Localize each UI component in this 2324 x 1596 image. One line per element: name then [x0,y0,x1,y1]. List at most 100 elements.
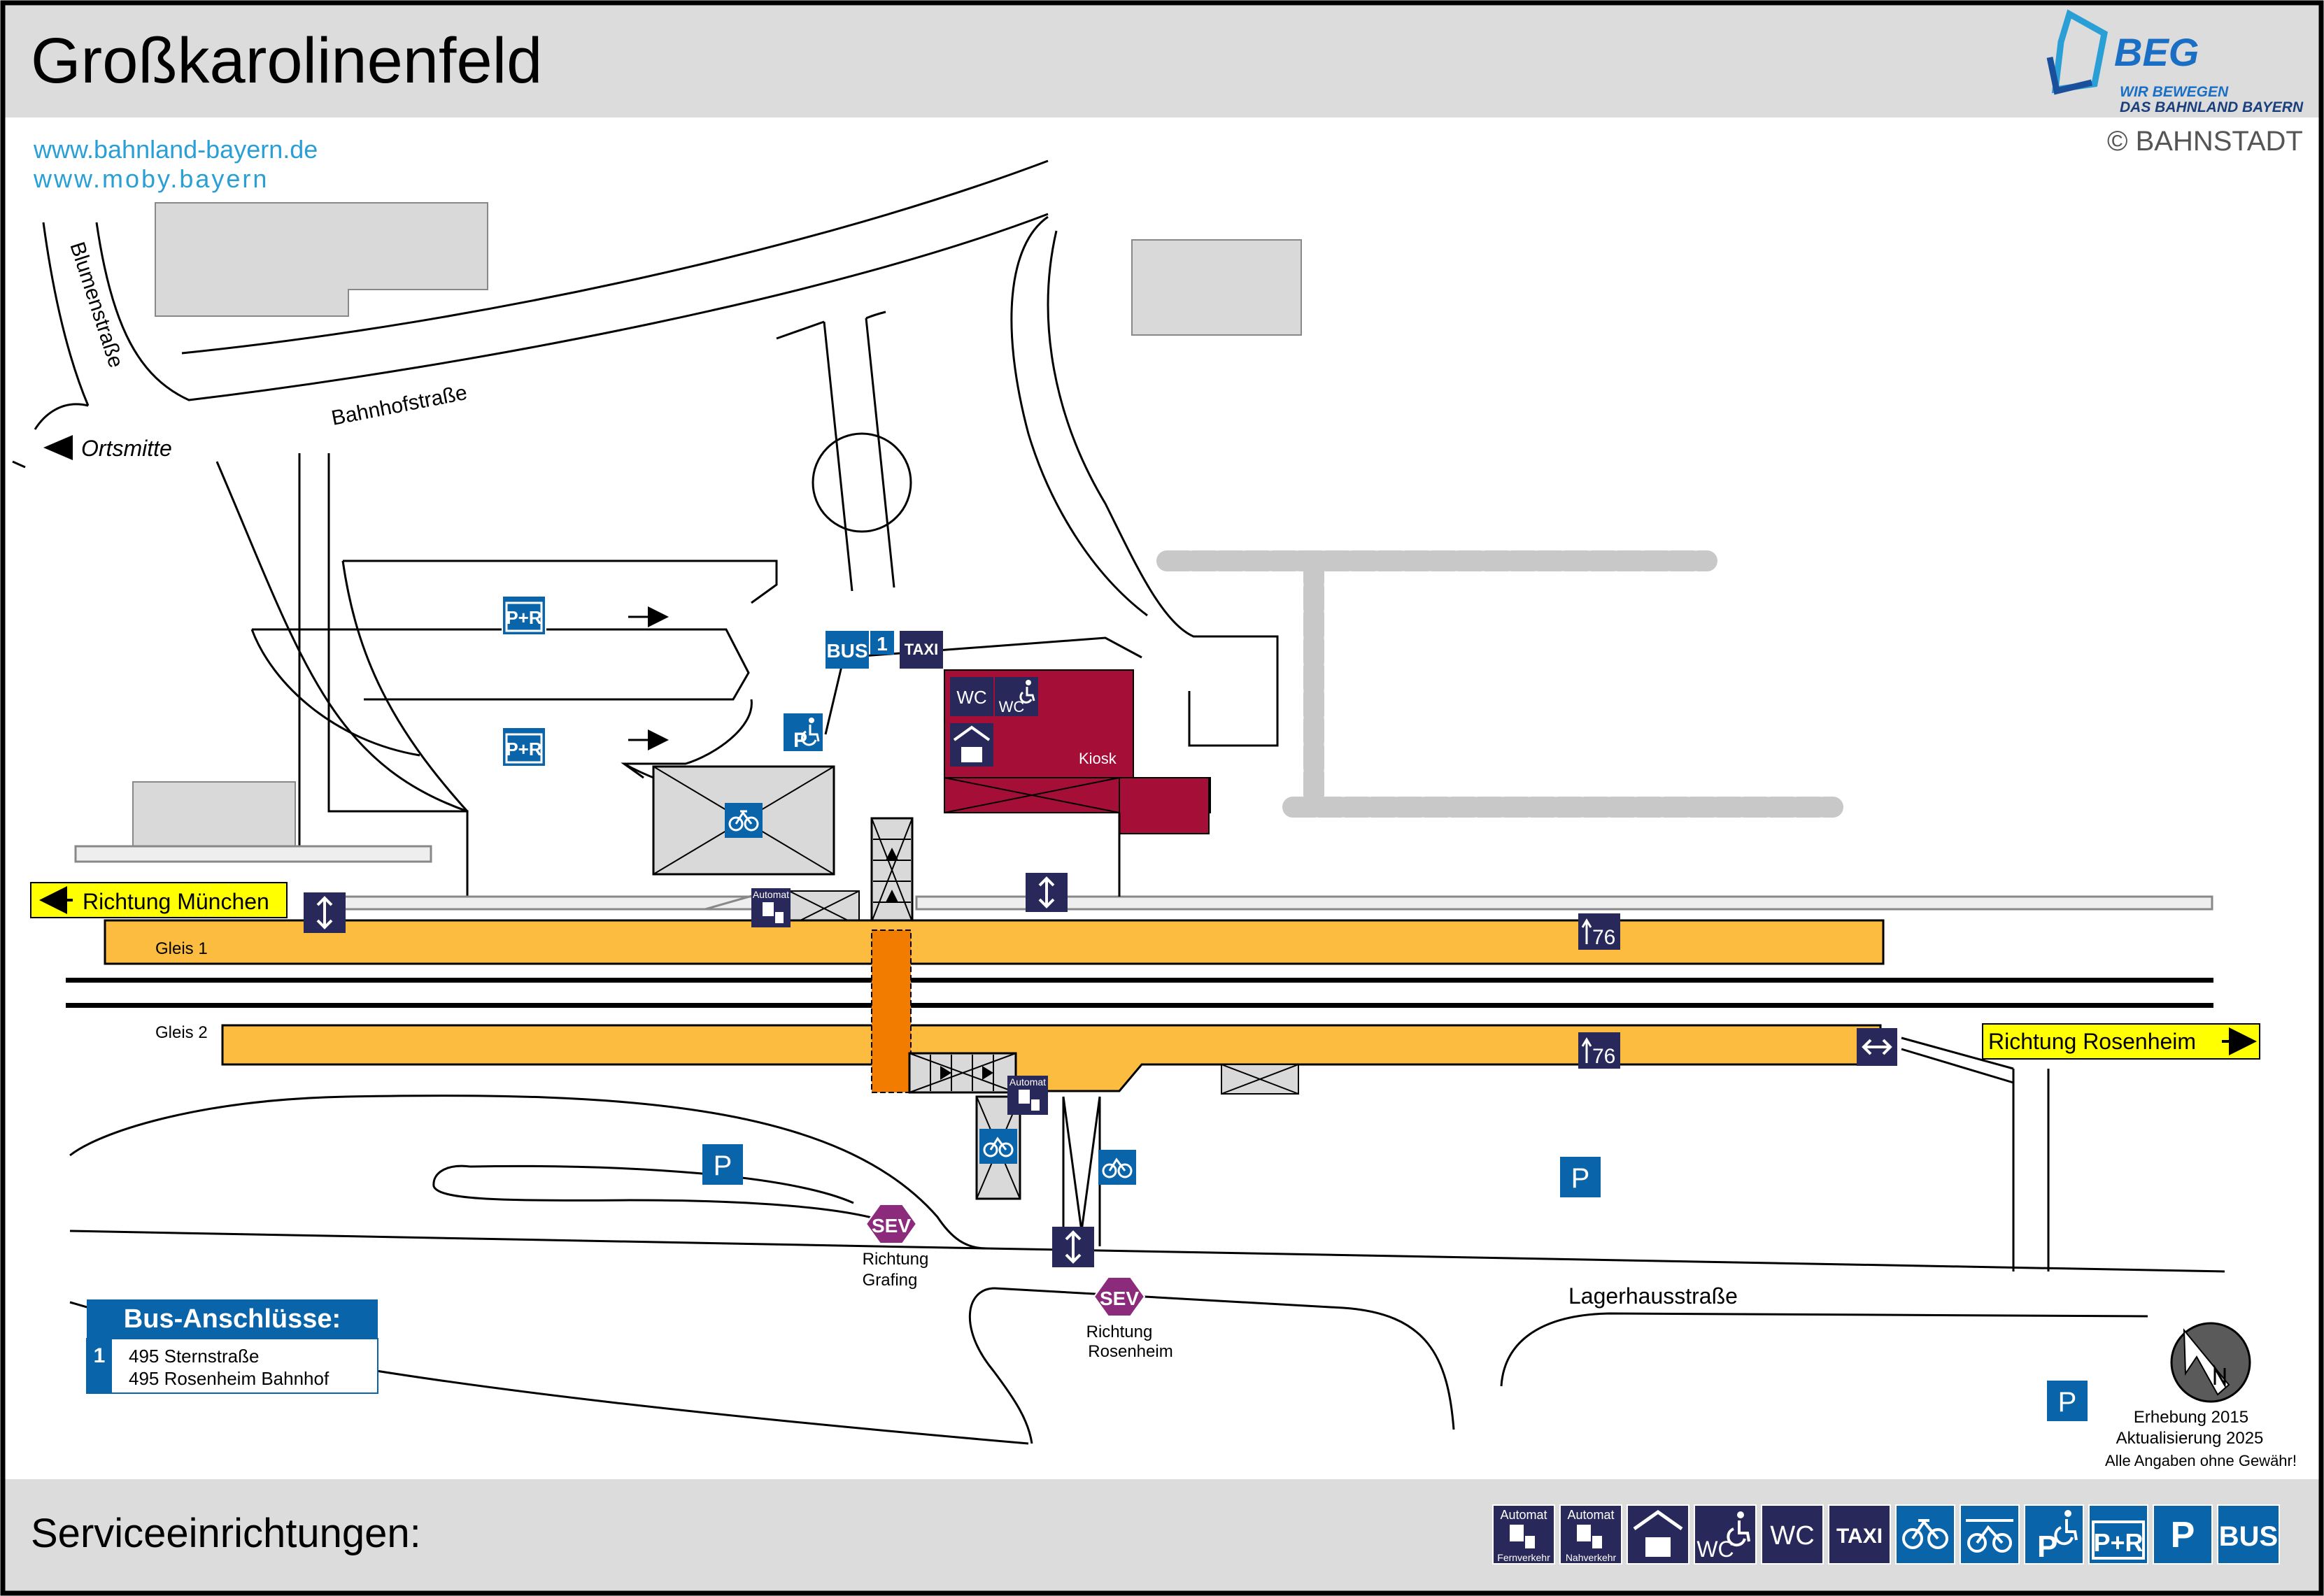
svg-text:BEG: BEG [2114,30,2199,74]
park-and-ride-icon-2: P+R [502,727,546,767]
svg-text:495 Rosenheim Bahnhof: 495 Rosenheim Bahnhof [129,1368,330,1389]
svg-text:Grafing: Grafing [863,1271,918,1290]
svg-text:1: 1 [877,633,888,655]
link-bahnland[interactable]: www.bahnland-bayern.de [33,135,318,164]
svg-text:Richtung: Richtung [1086,1323,1153,1341]
svg-text:P: P [2058,1387,2077,1418]
svg-text:WC: WC [1770,1521,1814,1551]
bicycle-icon [1098,1150,1136,1185]
svg-text:Alle Angaben ohne Gewähr!: Alle Angaben ohne Gewähr! [2105,1452,2297,1469]
waiting-room-icon [950,723,993,767]
svg-text:Fernverkehr: Fernverkehr [1497,1552,1550,1563]
ramp-icon-east [1857,1028,1897,1066]
footer-title: Serviceeinrichtungen: [31,1511,421,1556]
svg-text:BUS: BUS [826,640,867,662]
svg-text:Erhebung 2015: Erhebung 2015 [2134,1408,2248,1427]
ticket-machine-icon-gleis-2: Automat [1007,1076,1048,1115]
svg-text:495 Sternstraße: 495 Sternstraße [129,1346,259,1367]
link-moby[interactable]: www.moby.bayern [33,164,269,193]
hedge [1156,550,1843,818]
svg-text:TAXI: TAXI [905,641,938,658]
svg-text:P+R: P+R [506,739,542,760]
svg-text:76: 76 [1592,926,1615,949]
svg-text:WIR BEWEGEN: WIR BEWEGEN [2120,84,2229,100]
svg-text:Automat: Automat [753,889,789,900]
lagerhausstrasse-label: Lagerhausstraße [1568,1283,1738,1309]
elevator-icon-west [304,892,346,933]
svg-text:P+R: P+R [506,607,542,628]
legend-accessible-wc-icon: WC [1694,1504,1757,1565]
bicycle-parking-icon-north [725,803,763,838]
svg-text:Richtung München: Richtung München [83,889,269,914]
legend-covered-bicycle-icon [1960,1504,2020,1565]
stairs-south [908,1052,1017,1094]
ortsmitte-label: Ortsmitte [81,436,172,461]
bus-connections-panel: Bus-Anschlüsse: 1 495 Sternstraße 495 Ro… [86,1299,378,1394]
svg-text:Bus-Anschlüsse:: Bus-Anschlüsse: [124,1304,341,1334]
ticket-machine-icon-gleis-1: Automat [751,888,791,927]
parking-icon-3: P [2047,1381,2088,1421]
accessible-wc-icon: WC [995,677,1038,716]
legend-ticket-machine-long-distance-icon: Automat Fernverkehr [1492,1504,1555,1565]
parking-icon-1: P [702,1144,743,1185]
building-north-west [155,202,488,317]
legend-wc-icon: WC [1761,1504,1824,1565]
legend-ticket-machine-regional-icon: Automat Nahverkehr [1559,1504,1622,1565]
gleis-2-label: Gleis 2 [155,1023,208,1042]
direction-muenchen: Richtung München [30,882,288,918]
svg-text:Richtung: Richtung [863,1250,929,1269]
track-1 [66,978,2213,983]
legend-disabled-parking-icon: P [2024,1504,2084,1565]
legend-bus-icon: BUS [2217,1504,2280,1565]
elevator-icon-south [1052,1227,1094,1267]
bus-stop-number-icon: 1 [870,631,894,655]
platform-gleis-2 [221,1024,1882,1092]
svg-text:1: 1 [94,1344,106,1367]
svg-text:P+R: P+R [2093,1528,2143,1557]
header-band [4,4,2320,117]
legend-taxi-icon: TAXI [1828,1504,1891,1565]
road-outlines [12,159,2225,1445]
underpass [871,929,912,1093]
legend-icons: Automat Fernverkehr Automat Nahverkehr W… [1492,1504,2280,1565]
svg-text:Aktualisierung 2025: Aktualisierung 2025 [2116,1429,2264,1448]
svg-text:SEV: SEV [1100,1288,1139,1309]
stairs-north [870,817,914,923]
svg-text:P: P [714,1150,732,1181]
track-2 [66,1003,2213,1008]
north-arrow-icon [2170,1322,2251,1403]
svg-text:WC: WC [956,687,986,708]
svg-text:Automat: Automat [1567,1508,1614,1522]
taxi-icon: TAXI [900,631,943,669]
svg-text:WC: WC [999,698,1025,715]
svg-text:SEV: SEV [872,1215,911,1237]
svg-text:Automat: Automat [1009,1076,1046,1088]
survey-note: Erhebung 2015 Aktualisierung 2025 Alle A… [2105,1408,2297,1469]
svg-text:Nahverkehr: Nahverkehr [1566,1552,1617,1563]
sev-stop-rosenheim: SEV Richtung Rosenheim [1086,1276,1173,1361]
sev-stop-grafing: SEV Richtung Grafing [863,1204,929,1290]
svg-text:P: P [1571,1163,1590,1194]
bahnhofstrasse-label: Bahnhofstraße [330,381,469,430]
svg-text:76: 76 [1592,1045,1615,1068]
legend-parking-icon: P [2153,1504,2213,1565]
sector-icon-gleis-2: 76 [1578,1032,1620,1069]
gleis-1-label: Gleis 1 [155,939,208,958]
sector-icon-gleis-1: 76 [1578,913,1620,950]
blumenstrasse-label: Blumenstraße [65,239,127,371]
kiosk-label: Kiosk [1079,750,1117,767]
svg-text:Richtung Rosenheim: Richtung Rosenheim [1988,1029,2196,1054]
shelter-gleis-2 [1221,1064,1299,1095]
park-and-ride-icon: P+R [502,595,546,636]
parking-icon-2: P [1560,1157,1601,1197]
svg-text:Automat: Automat [1500,1508,1547,1522]
direction-rosenheim: Richtung Rosenheim [1982,1023,2260,1060]
legend-waiting-room-icon [1627,1504,1689,1565]
bicycle-parking-icon-south [979,1129,1017,1164]
beg-logo: BEG WIR BEWEGEN DAS BAHNLAND BAYERN [2046,9,2304,115]
svg-text:TAXI: TAXI [1836,1525,1883,1548]
legend-bicycle-icon [1895,1504,1955,1565]
